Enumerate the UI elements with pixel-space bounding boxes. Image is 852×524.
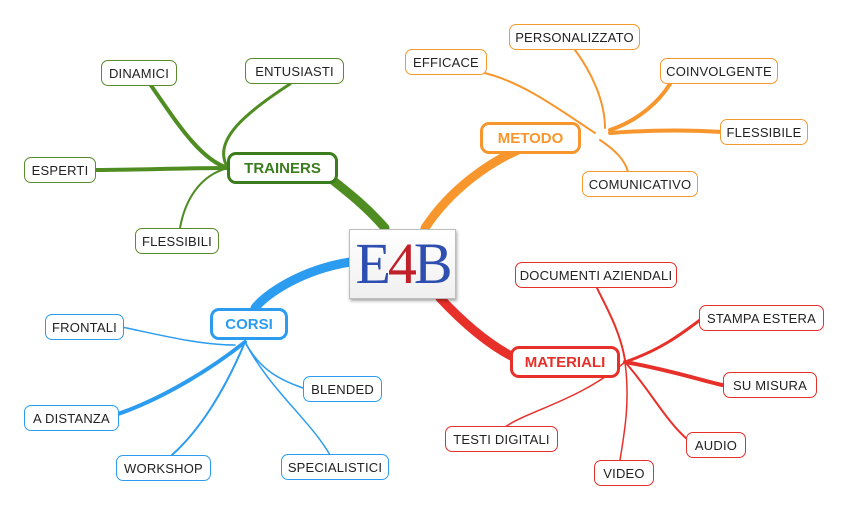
corsi-item-frontali[interactable]: FRONTALI <box>45 314 124 340</box>
logo-letter-b: B <box>413 231 453 296</box>
trainers-topic[interactable]: TRAINERS <box>227 152 338 184</box>
materiali-item-stampa-estera[interactable]: STAMPA ESTERA <box>699 305 824 331</box>
corsi-topic[interactable]: CORSI <box>210 308 288 340</box>
trainers-item-dinamici[interactable]: DINAMICI <box>101 60 177 86</box>
materiali-item-testi-digitali[interactable]: TESTI DIGITALI <box>445 426 558 452</box>
materiali-branch <box>435 293 520 363</box>
trainers-branch <box>325 173 390 233</box>
metodo-item-efficace[interactable]: EFFICACE <box>405 49 487 75</box>
trainers-item-esperti[interactable]: ESPERTI <box>24 157 96 183</box>
metodo-item-flessibile[interactable]: FLESSIBILE <box>720 119 808 145</box>
metodo-item-coinvolgente[interactable]: COINVOLGENTE <box>660 58 778 84</box>
corsi-branch <box>250 257 355 313</box>
materiali-topic[interactable]: MATERIALI <box>510 346 620 378</box>
corsi-item-blended[interactable]: BLENDED <box>303 376 382 402</box>
metodo-topic[interactable]: METODO <box>480 122 581 154</box>
materiali-item-video[interactable]: VIDEO <box>594 460 654 486</box>
corsi-item-workshop[interactable]: WORKSHOP <box>116 455 211 481</box>
metodo-item-comunicativo[interactable]: COMUNICATIVO <box>582 171 698 197</box>
corsi-item-a-distanza[interactable]: A DISTANZA <box>24 405 119 431</box>
logo-digit-4: 4 <box>387 231 417 296</box>
materiali-item-documenti-aziendali[interactable]: DOCUMENTI AZIENDALI <box>515 262 677 288</box>
materiali-item-su-misura[interactable]: SU MISURA <box>723 372 817 398</box>
metodo-item-personalizzato[interactable]: PERSONALIZZATO <box>509 24 640 50</box>
trainers-item-entusiasti[interactable]: ENTUSIASTI <box>245 58 344 84</box>
trainers-item-flessibili[interactable]: FLESSIBILI <box>135 228 219 254</box>
metodo-branch <box>420 140 535 233</box>
logo-letter-e: E <box>355 231 390 296</box>
corsi-item-specialistici[interactable]: SPECIALISTICI <box>281 454 389 480</box>
materiali-item-audio[interactable]: AUDIO <box>686 432 746 458</box>
